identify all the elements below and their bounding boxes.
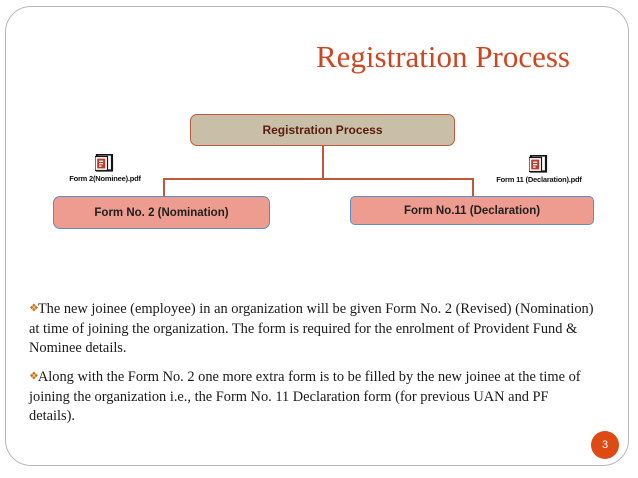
body-paragraph-1-text: The new joinee (employee) in an organiza… <box>29 301 594 356</box>
body-paragraph-2: ❖Along with the Form No. 2 one more extr… <box>29 368 597 427</box>
diagram-node-form-no-11[interactable]: Form No.11 (Declaration) <box>350 196 594 225</box>
attachment-form-11-declaration[interactable]: Form 11 (Declaration).pdf <box>487 155 591 184</box>
page-number-badge: 3 <box>591 431 619 459</box>
diagram-node-form-no-2[interactable]: Form No. 2 (Nomination) <box>53 196 270 229</box>
page-title: Registration Process <box>316 39 570 74</box>
pdf-document-icon <box>529 155 548 173</box>
diagram-node-registration-process[interactable]: Registration Process <box>190 114 455 146</box>
slide-border-frame <box>5 6 629 466</box>
body-paragraph-2-text: Along with the Form No. 2 one more extra… <box>29 369 581 424</box>
connector-drop-left <box>163 178 165 197</box>
attachment-caption: Form 2(Nominee).pdf <box>69 174 141 183</box>
registration-process-diagram: Registration Process Form No. 2 (Nominat… <box>53 114 594 229</box>
pdf-document-icon <box>95 154 114 172</box>
body-paragraph-1: ❖The new joinee (employee) in an organiz… <box>29 300 597 359</box>
connector-drop-right <box>472 178 474 197</box>
connector-stem-vertical <box>322 146 324 179</box>
connector-horizontal-bar <box>163 178 473 180</box>
attachment-caption: Form 11 (Declaration).pdf <box>496 175 582 184</box>
attachment-form-2-nominee[interactable]: Form 2(Nominee).pdf <box>62 154 148 183</box>
bullet-icon: ❖ <box>29 302 39 315</box>
bullet-icon: ❖ <box>29 370 39 383</box>
